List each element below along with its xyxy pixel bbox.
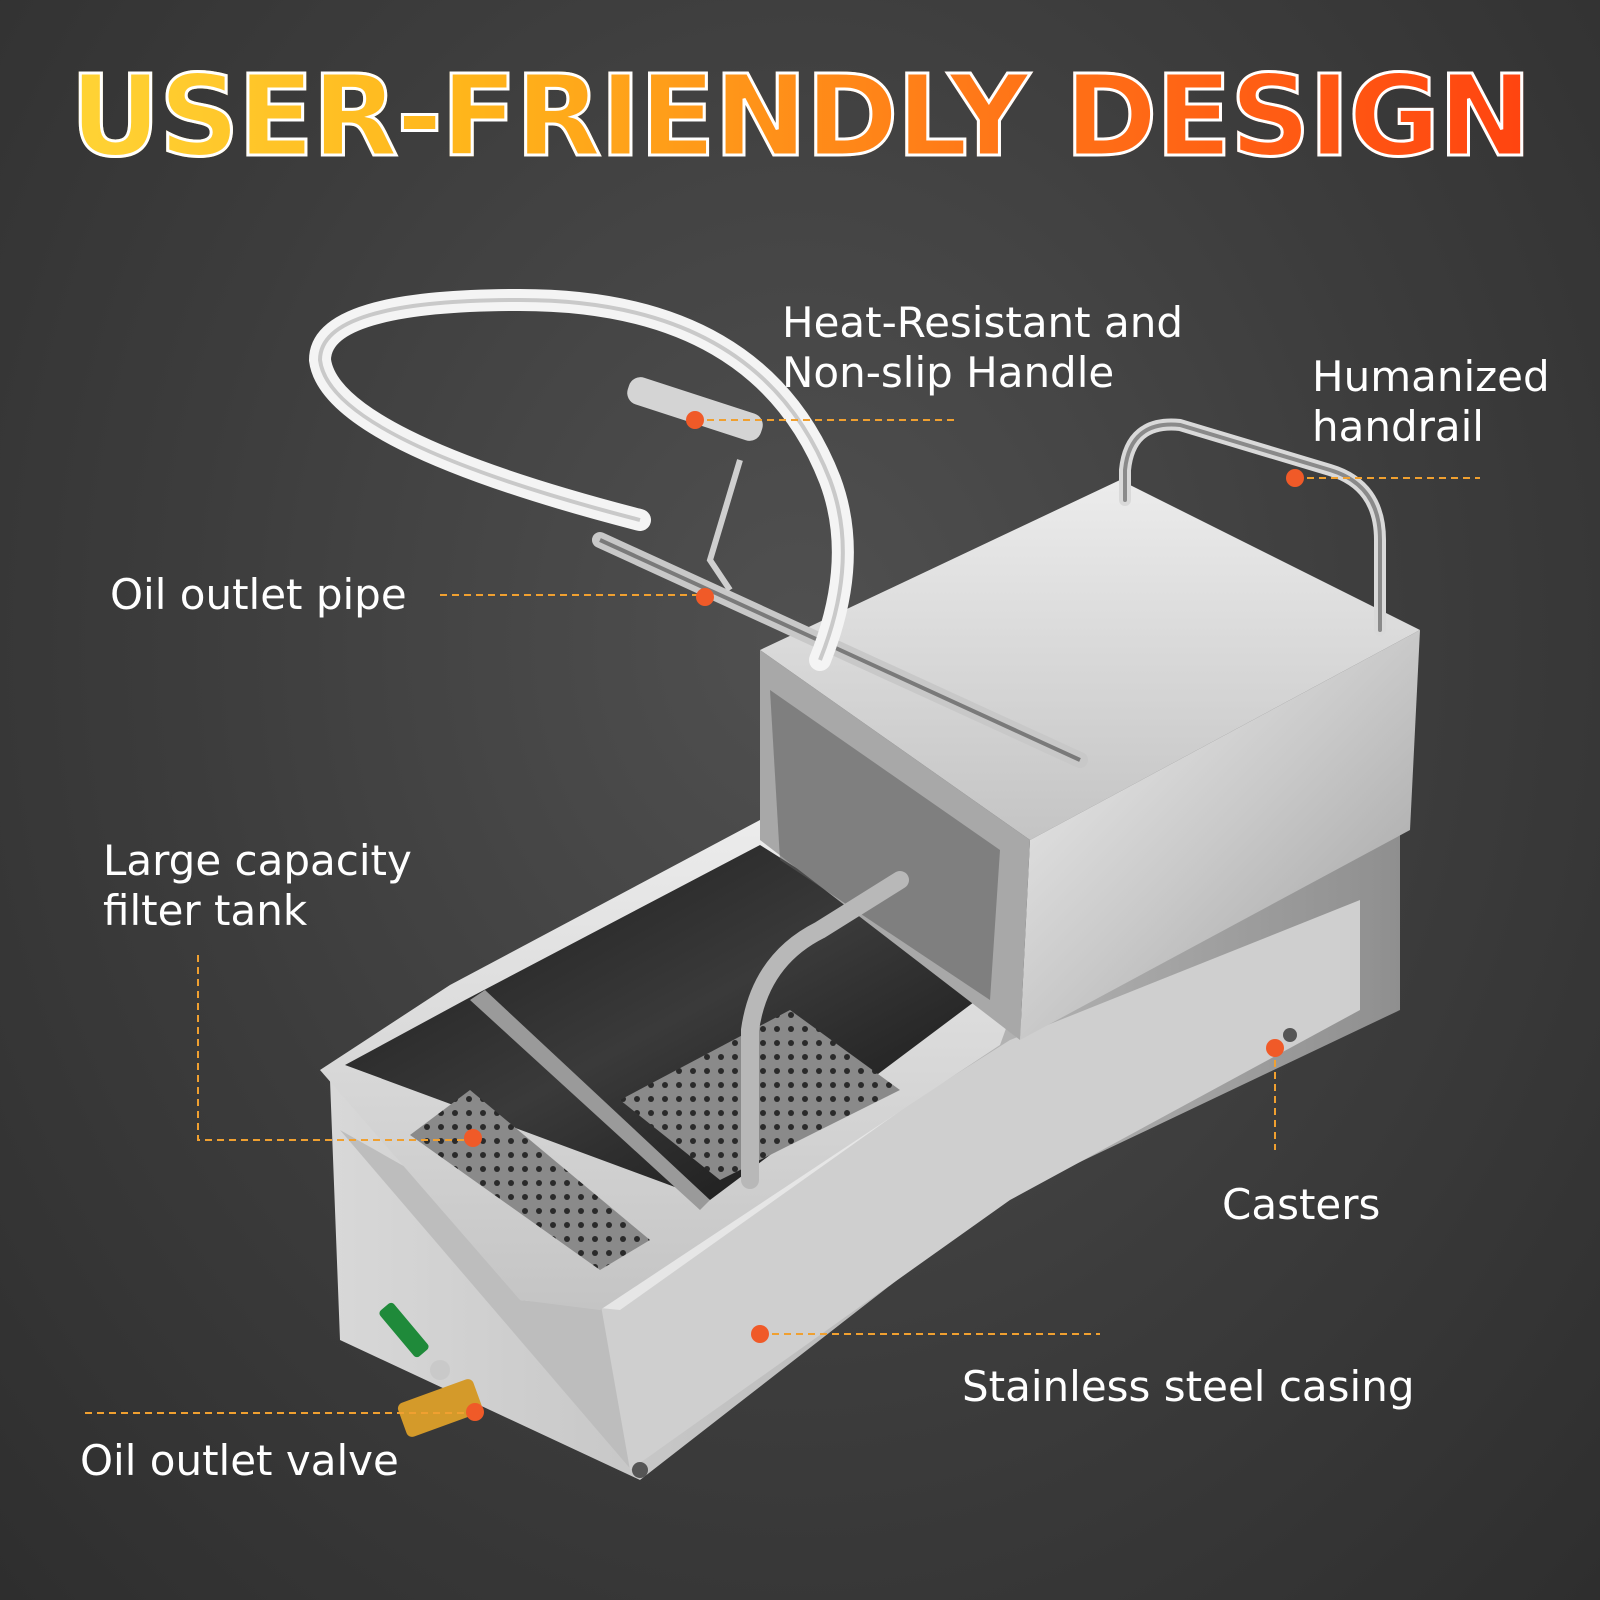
dot-handrail (1286, 469, 1304, 487)
callout-outlet-pipe: Oil outlet pipe (110, 570, 407, 620)
oil-outlet-valve (379, 1302, 483, 1437)
callout-handle-line2: Non-slip Handle (782, 348, 1115, 397)
callout-dots (464, 411, 1304, 1421)
dot-casing (751, 1325, 769, 1343)
caster-front (632, 1462, 648, 1478)
callout-casters: Casters (1222, 1180, 1380, 1230)
callout-filter-tank: Large capacity filter tank (103, 836, 412, 936)
callout-handle-line1: Heat-Resistant and (782, 298, 1184, 347)
handrail (1119, 418, 1386, 636)
callout-handrail: Humanized handrail (1312, 352, 1550, 452)
callout-casters-text: Casters (1222, 1180, 1381, 1229)
dot-outlet-valve (466, 1403, 484, 1421)
callout-outlet-pipe-text: Oil outlet pipe (110, 570, 407, 619)
callout-handle: Heat-Resistant and Non-slip Handle (782, 298, 1183, 398)
callout-handrail-line2: handrail (1312, 402, 1484, 451)
callout-handrail-line1: Humanized (1312, 352, 1550, 401)
callout-filter-tank-line2: filter tank (103, 886, 308, 935)
caster-back (1283, 1028, 1297, 1042)
callout-filter-tank-line1: Large capacity (103, 836, 412, 885)
dot-casters (1266, 1039, 1284, 1057)
dot-handle (686, 411, 704, 429)
headline-title: USER-FRIENDLY DESIGN (0, 51, 1600, 184)
callout-outlet-valve: Oil outlet valve (80, 1436, 399, 1486)
suction-tube (741, 871, 909, 1189)
outlet-pipe (308, 288, 1088, 768)
pump-box (760, 480, 1420, 1040)
leader-lines (85, 419, 1480, 1414)
callout-casing-text: Stainless steel casing (962, 1362, 1415, 1411)
callout-outlet-valve-text: Oil outlet valve (80, 1436, 399, 1485)
dot-filter-tank (464, 1129, 482, 1147)
callout-casing: Stainless steel casing (962, 1362, 1414, 1412)
dot-outlet-pipe (696, 588, 714, 606)
